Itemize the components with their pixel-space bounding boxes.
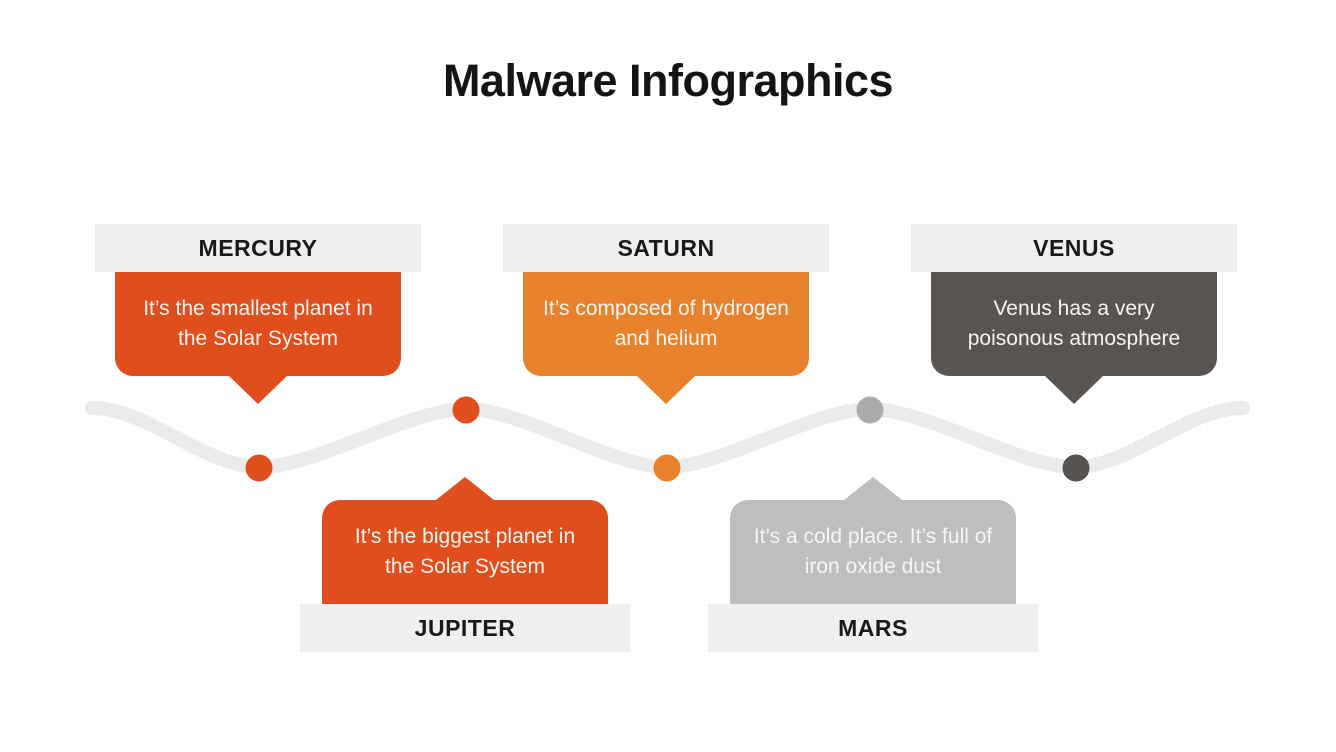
callout-jupiter: It’s the biggest planet in the Solar Sys… <box>300 477 630 652</box>
bubble-tail-down-icon <box>229 376 287 404</box>
planet-label-mercury: MERCURY <box>95 224 421 272</box>
bubble-tail-up-icon <box>844 477 902 500</box>
description-venus: Venus has a very poisonous atmosphere <box>967 297 1181 350</box>
planet-label-venus: VENUS <box>911 224 1237 272</box>
callout-saturn: SATURN It’s composed of hydrogen and hel… <box>503 224 829 404</box>
description-mercury: It’s the smallest planet in the Solar Sy… <box>143 297 373 350</box>
timeline-wave <box>85 401 1250 475</box>
description-saturn: It’s composed of hydrogen and helium <box>543 297 789 350</box>
speech-bubble-venus: Venus has a very poisonous atmosphere <box>931 272 1217 376</box>
speech-bubble-mercury: It’s the smallest planet in the Solar Sy… <box>115 272 401 376</box>
planet-label-mars: MARS <box>708 604 1038 652</box>
bubble-tail-up-icon <box>436 477 494 500</box>
callout-venus: VENUS Venus has a very poisonous atmosph… <box>911 224 1237 404</box>
timeline-dot-venus <box>1062 454 1090 482</box>
callout-mars: It’s a cold place. It’s full of iron oxi… <box>708 477 1038 652</box>
planet-label-jupiter: JUPITER <box>300 604 630 652</box>
callout-mercury: MERCURY It’s the smallest planet in the … <box>95 224 421 404</box>
speech-bubble-saturn: It’s composed of hydrogen and helium <box>523 272 809 376</box>
description-mars: It’s a cold place. It’s full of iron oxi… <box>753 525 993 578</box>
page-title: Malware Infographics <box>442 55 894 106</box>
timeline-dot-mercury <box>245 454 273 482</box>
bubble-tail-down-icon <box>1045 376 1103 404</box>
timeline-dot-mars <box>856 396 884 424</box>
timeline-dot-saturn <box>653 454 681 482</box>
speech-bubble-mars: It’s a cold place. It’s full of iron oxi… <box>730 500 1016 604</box>
description-jupiter: It’s the biggest planet in the Solar Sys… <box>354 525 576 578</box>
planet-label-saturn: SATURN <box>503 224 829 272</box>
timeline-dot-jupiter <box>452 396 480 424</box>
bubble-tail-down-icon <box>637 376 695 404</box>
speech-bubble-jupiter: It’s the biggest planet in the Solar Sys… <box>322 500 608 604</box>
